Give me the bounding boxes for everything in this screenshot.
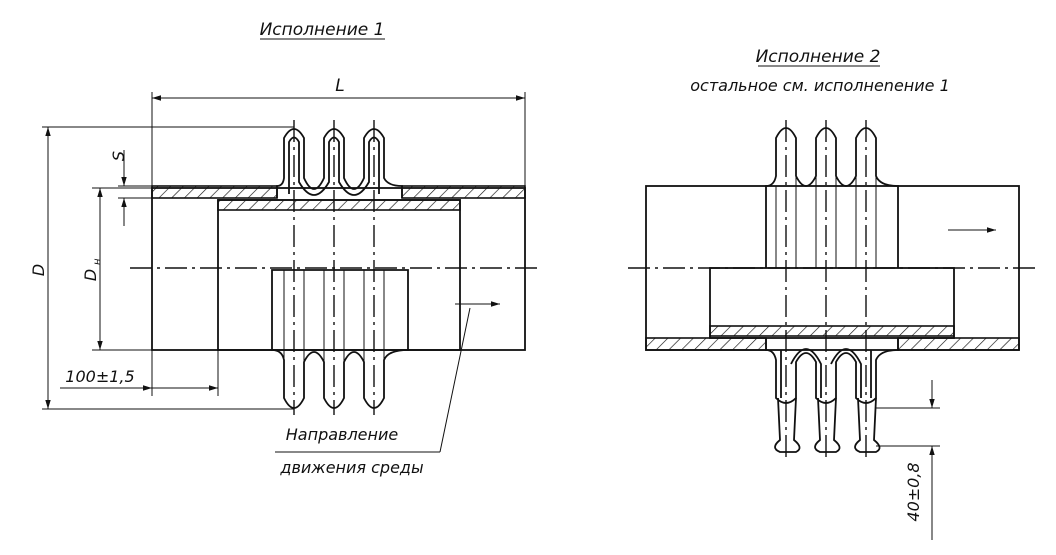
variant1-dimension-L: L bbox=[151, 76, 526, 186]
variant2-subtitle: остальное см. исполнеnение 1 bbox=[690, 76, 950, 95]
variant2-wall-hatch-right bbox=[897, 337, 1020, 351]
variant1-bellows-lower bbox=[271, 269, 409, 409]
label-Dn: D bbox=[81, 269, 100, 281]
variant2-dimension-tube: 40±0,8 bbox=[876, 380, 940, 540]
variant1-inner-sleeve bbox=[217, 199, 461, 351]
variant1-dimension-D: D bbox=[29, 126, 294, 410]
variant2-wall-hatch-left bbox=[645, 337, 767, 351]
variant1-dimension-Dn: D н bbox=[81, 187, 152, 351]
variant1-wall-hatch-right bbox=[401, 185, 526, 199]
label-S: S bbox=[109, 151, 128, 161]
variant1-view: Исполнение 1 bbox=[29, 20, 540, 477]
variant1-sleeve-hatch bbox=[217, 199, 461, 211]
variant1-title: Исполнение 1 bbox=[260, 20, 385, 40]
label-offset: 100±1,5 bbox=[65, 367, 134, 386]
variant2-sleeve-hatch bbox=[709, 325, 955, 337]
label-L: L bbox=[335, 76, 344, 96]
variant1-flow-direction: Направление движения среды bbox=[275, 301, 500, 477]
label-Dn-subscript: н bbox=[92, 258, 103, 265]
flow-label-line2: движения среды bbox=[279, 458, 423, 477]
label-D: D bbox=[29, 264, 48, 276]
variant2-view: Исполнение 2 остальное см. исполнеnение … bbox=[628, 47, 1035, 540]
variant2-title: Исполнение 2 bbox=[756, 47, 881, 67]
flow-label-line1: Направление bbox=[286, 425, 399, 444]
variant1-pipe-body bbox=[151, 187, 526, 351]
variant1-dimension-S: S bbox=[109, 150, 152, 226]
variant1-wall-hatch-left bbox=[151, 185, 278, 199]
label-tube-length: 40±0,8 bbox=[904, 462, 923, 521]
variant1-dimension-offset: 100±1,5 bbox=[60, 350, 219, 396]
